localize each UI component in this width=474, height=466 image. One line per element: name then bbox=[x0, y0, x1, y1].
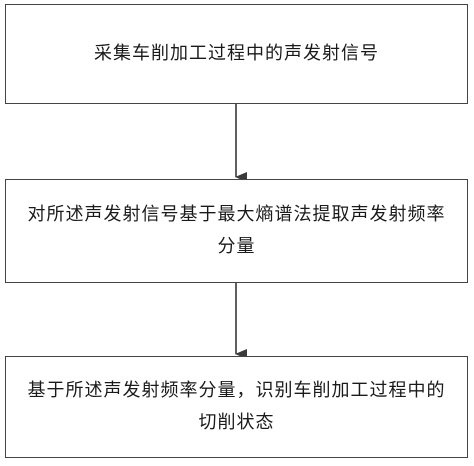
step-label-collect-signal: 采集车削加工过程中的声发射信号 bbox=[94, 43, 379, 64]
step-box-extract-frequency: 对所述声发射信号基于最大熵谱法提取声发射频率分量 bbox=[5, 179, 468, 283]
step-box-identify-state: 基于所述声发射频率分量，识别车削加工过程中的切削状态 bbox=[5, 356, 468, 458]
step-label-extract-frequency: 对所述声发射信号基于最大熵谱法提取声发射频率分量 bbox=[27, 204, 446, 257]
step-box-collect-signal: 采集车削加工过程中的声发射信号 bbox=[5, 4, 468, 104]
step-label-identify-state: 基于所述声发射频率分量，识别车削加工过程中的切削状态 bbox=[27, 380, 446, 433]
